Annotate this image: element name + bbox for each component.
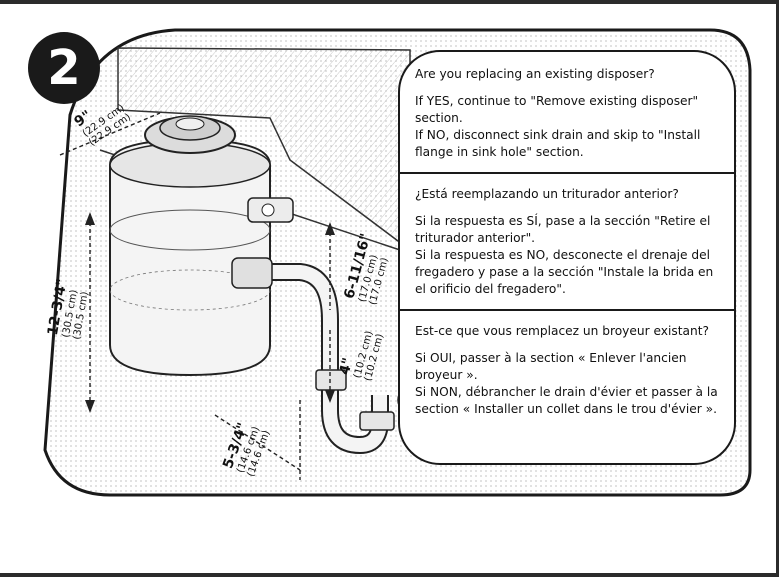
bottom-border [0,573,779,577]
english-no: If NO, disconnect sink drain and skip to… [415,128,701,159]
french-question: Est-ce que vous remplacez un broyeur exi… [415,324,709,338]
divider-french [400,309,734,311]
step-badge: 2 [28,32,100,104]
spanish-yes: Si la respuesta es SÍ, pase a la sección… [415,214,711,245]
top-border [0,0,779,4]
right-border [776,0,779,577]
sink-bowl [117,47,411,252]
instruction-panel: Are you replacing an existing disposer? … [398,50,736,465]
spanish-no: Si la respuesta es NO, desconecte el dre… [415,248,714,296]
step-number: 2 [47,40,81,96]
divider-spanish [400,172,734,174]
french-no: Si NON, débrancher le drain d'évier et p… [415,385,718,416]
english-question: Are you replacing an existing disposer? [415,67,655,81]
spanish-question: ¿Está reemplazando un triturador anterio… [415,187,679,201]
english-yes: If YES, continue to "Remove existing dis… [415,94,699,125]
french-yes: Si OUI, passer à la section « Enlever l'… [415,351,687,382]
